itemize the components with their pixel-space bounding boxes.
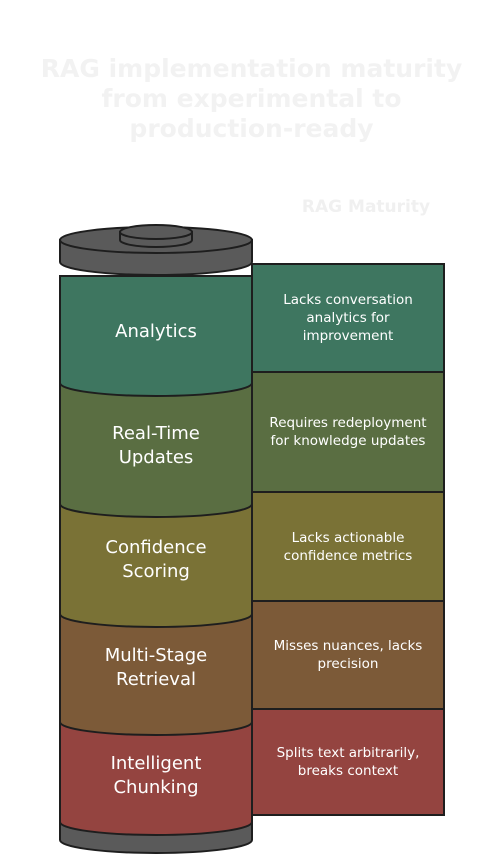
level-label-multi-stage-retrieval: Multi-Stage Retrieval [104, 645, 208, 690]
level-description-analytics: Lacks conversation analytics for improve… [283, 292, 413, 344]
segment-confidence-scoring [59, 491, 445, 628]
level-label-intelligent-chunking: Intelligent Chunking [110, 753, 202, 798]
level-description-real-time-updates: Requires redeployment for knowledge upda… [269, 415, 427, 449]
segment-analytics [59, 263, 445, 397]
level-label-analytics: Analytics [115, 321, 197, 342]
side-title: RAG Maturity [301, 197, 431, 217]
level-description-multi-stage-retrieval: Misses nuances, lacks precision [273, 638, 423, 672]
segment-multi-stage-retrieval [59, 600, 445, 736]
segment-real-time-updates [59, 371, 445, 518]
level-label-confidence-scoring: Confidence Scoring [105, 537, 207, 582]
diagram-title: RAG implementation maturity from experim… [40, 54, 463, 143]
level-description-confidence-scoring: Lacks actionable confidence metrics [283, 529, 413, 564]
battery-terminal-top [119, 224, 193, 240]
segment-intelligent-chunking [59, 708, 445, 836]
level-label-real-time-updates: Real-Time Updates [112, 423, 200, 468]
level-description-intelligent-chunking: Splits text arbitrarily, breaks context [276, 745, 420, 779]
